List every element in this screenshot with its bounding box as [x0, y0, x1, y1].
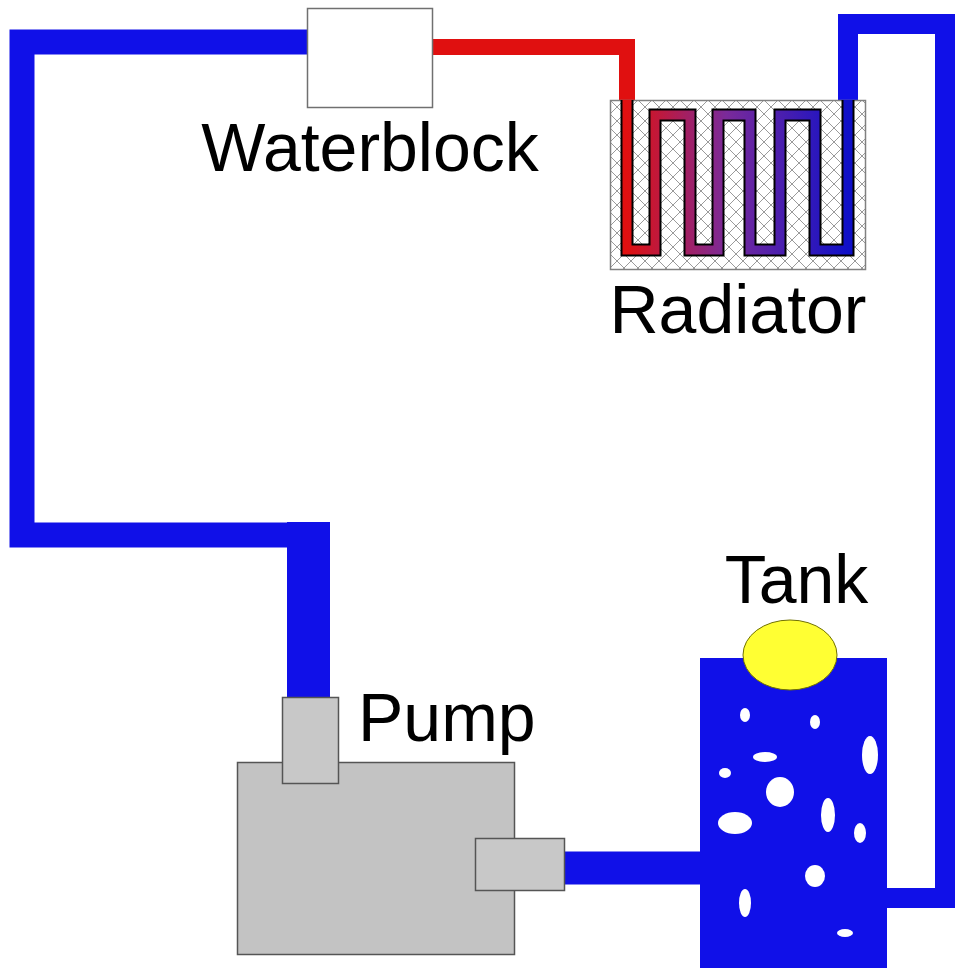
node-shape — [610, 100, 866, 270]
bubble — [821, 798, 835, 832]
coil-outline — [627, 100, 848, 250]
pipe-connector — [433, 47, 627, 100]
radiator-fins — [611, 101, 866, 270]
pump-node: Pump — [237, 697, 565, 955]
bubble — [837, 929, 853, 937]
bubble — [718, 812, 752, 834]
pump-inlet — [283, 698, 339, 784]
part-label: Waterblock — [201, 113, 539, 181]
part-label: Tank — [725, 545, 869, 613]
pump-body — [238, 763, 515, 955]
bubble — [862, 736, 878, 774]
bubble — [719, 768, 731, 778]
node-shape — [307, 8, 433, 108]
part-label: Radiator — [609, 275, 866, 343]
waterblock-node: Waterblock — [307, 8, 433, 108]
waterblock-body — [308, 9, 433, 108]
tank-body — [700, 658, 887, 968]
bubble — [740, 708, 750, 722]
bubble — [753, 752, 777, 762]
pipe-connector — [565, 852, 700, 885]
bubble — [805, 865, 825, 887]
radiator-coil — [627, 100, 848, 250]
tank-node: Tank — [700, 658, 887, 968]
tank-cap — [743, 620, 837, 690]
bubble — [854, 823, 866, 843]
part-label: Pump — [358, 683, 536, 751]
radiator-node: Radiator — [610, 100, 866, 270]
bubble — [766, 777, 794, 807]
node-shape — [700, 658, 887, 968]
pump-outlet — [476, 839, 565, 891]
bubble — [739, 889, 751, 917]
bubble — [810, 715, 820, 729]
